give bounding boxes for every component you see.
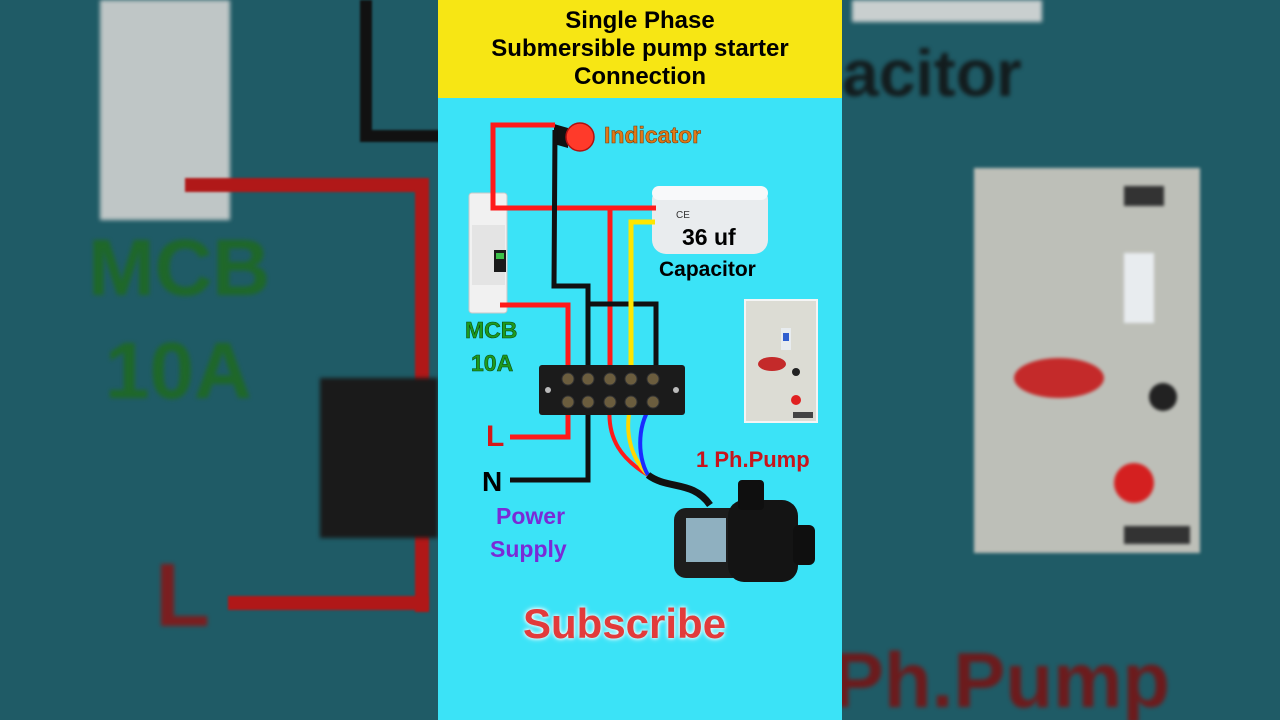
diagram-panel: Single Phase Submersible pump starter Co… <box>438 0 842 720</box>
bg-capacitor-text: acitor <box>842 36 1022 110</box>
wires <box>490 122 713 508</box>
blurred-background-left: MCB 10A L <box>0 0 438 720</box>
terminal-block-blurred <box>320 378 438 538</box>
bg-live-text: L <box>155 546 210 646</box>
svg-text:CE: CE <box>676 210 690 221</box>
capacitor-label: Capacitor <box>659 258 756 281</box>
bg-mcb-text: MCB <box>88 223 271 312</box>
capacitor-value-label: 36 uf <box>682 224 736 250</box>
title-line-3: Connection <box>574 63 706 90</box>
live-wire-blurred <box>228 596 428 610</box>
red-wire-mcb-out <box>500 302 571 379</box>
terminal-block <box>539 365 685 415</box>
pump-image <box>674 480 815 582</box>
power-supply-label-2: Supply <box>490 536 567 562</box>
mcb-breaker <box>468 192 508 314</box>
black-wire-blurred <box>360 0 438 142</box>
title-banner: Single Phase Submersible pump starter Co… <box>438 0 842 98</box>
subscribe-text: Subscribe <box>523 600 727 647</box>
bg-pump-text: Ph.Pump <box>842 636 1171 720</box>
bg-rating-text: 10A <box>105 326 252 415</box>
mcb-label: MCB <box>465 317 518 344</box>
red-wire-indicator-loop <box>490 122 656 211</box>
live-label: L <box>486 420 505 453</box>
title-line-1: Single Phase <box>565 7 715 34</box>
capacitor-image-blurred <box>852 0 1042 22</box>
blurred-background-right: acitor Ph.Pump <box>842 0 1280 720</box>
indicator-label: Indicator <box>604 122 702 149</box>
neutral-label: N <box>482 466 503 497</box>
black-wire-indicator <box>551 129 591 379</box>
black-wire-bridge <box>588 301 659 379</box>
starter-box-blurred <box>974 168 1200 553</box>
yellow-wire-capacitor <box>628 219 655 379</box>
capacitor-image: CE <box>652 186 768 254</box>
wiring-diagram: CE <box>468 122 818 582</box>
title-line-2: Submersible pump starter <box>491 35 789 62</box>
pump-cable <box>645 472 713 508</box>
indicator-lamp <box>554 122 595 152</box>
mcb-rating-label: 10A <box>471 350 514 377</box>
neutral-supply-wire <box>510 402 591 483</box>
pump-label: 1 Ph.Pump <box>696 447 810 472</box>
starter-box-image <box>744 299 818 423</box>
power-supply-label-1: Power <box>496 503 566 529</box>
